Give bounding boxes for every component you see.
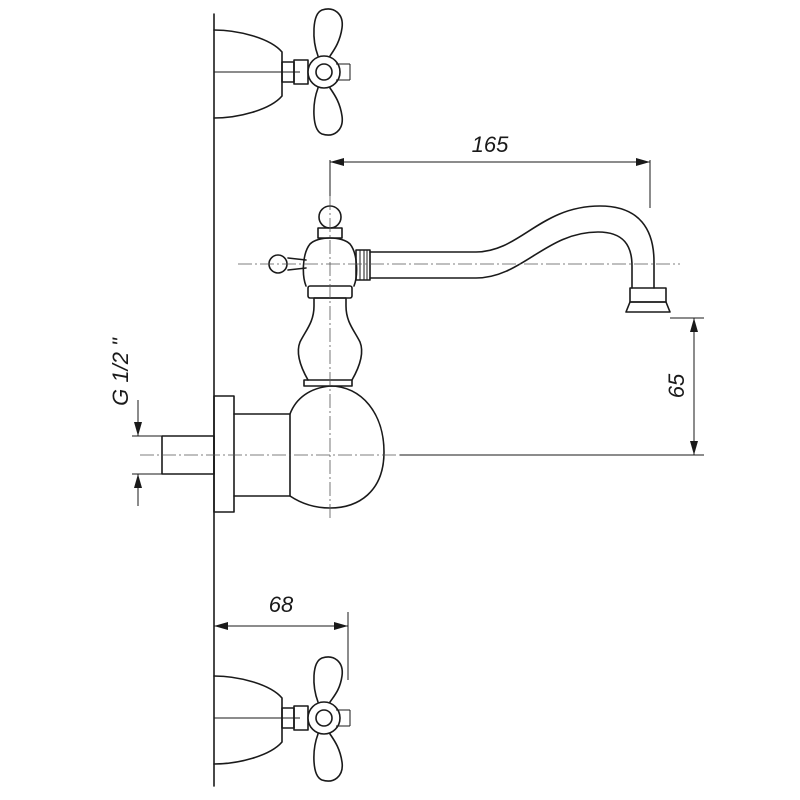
dim-label-68: 68 <box>269 592 294 617</box>
body-collar <box>303 379 353 387</box>
spout-aerator <box>629 287 667 303</box>
dimension-spout-reach: 165 <box>329 132 651 208</box>
arrow-left <box>330 158 344 166</box>
valve-body <box>289 385 385 509</box>
arrow-right-68 <box>334 622 348 630</box>
spout-upper-edge <box>369 205 655 289</box>
top-handle-hub <box>307 55 341 89</box>
arrow-left-68 <box>214 622 228 630</box>
bottom-escutcheon <box>213 675 283 765</box>
arrow-down <box>690 441 698 455</box>
dim-label-165: 165 <box>472 132 509 157</box>
top-escutcheon <box>213 29 283 119</box>
arrow-up <box>690 318 698 332</box>
bottom-handle-hub <box>307 701 341 735</box>
dimension-spout-height: 65 <box>400 317 704 456</box>
dim-label-thread: G 1/2 " <box>108 337 133 406</box>
wall-mounted-faucet <box>140 196 680 520</box>
dimension-thread: G 1/2 " <box>108 337 162 506</box>
bottom-handle-blade-up <box>313 656 344 703</box>
dim-label-65: 65 <box>664 373 689 398</box>
wall-flange <box>213 395 235 513</box>
arrow-thread-top <box>134 422 142 436</box>
arrow-right <box>636 158 650 166</box>
spout-outlet <box>625 301 671 313</box>
top-handle-hub-inner <box>315 63 333 81</box>
top-cross-handle <box>213 8 351 136</box>
bottom-cross-handle <box>213 656 351 782</box>
arrow-thread-bottom <box>134 474 142 488</box>
top-handle-blade-up <box>313 8 344 57</box>
top-handle-blade-down <box>313 87 344 136</box>
bottom-handle-blade-down <box>313 733 344 782</box>
bottom-handle-hub-inner <box>315 709 333 727</box>
dimension-handle-offset: 68 <box>214 592 349 680</box>
spout-thread <box>355 249 371 281</box>
spout-lower-edge <box>369 231 633 289</box>
